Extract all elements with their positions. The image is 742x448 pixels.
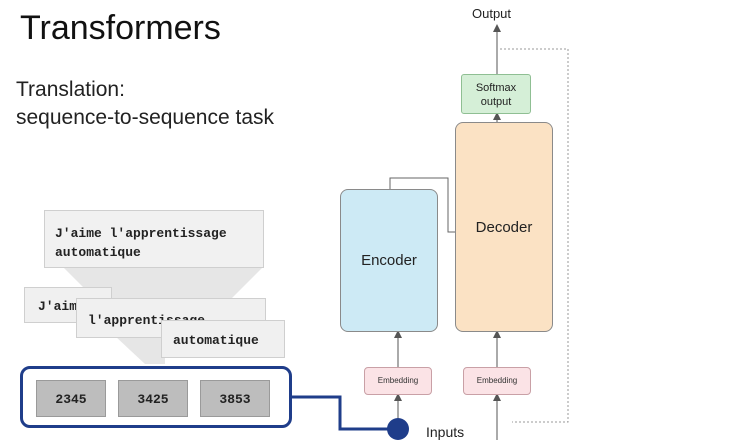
decoder-embedding-block: Embedding <box>463 367 531 395</box>
slide-subtitle: Translation: sequence-to-sequence task <box>16 76 274 132</box>
slide-title: Transformers <box>20 9 221 47</box>
token-id-box: 3425 <box>118 380 188 417</box>
subtitle-line-1: Translation: <box>16 78 125 101</box>
encoder-to-decoder-connector <box>389 177 455 233</box>
source-sentence-line-2: automatique <box>55 245 141 260</box>
decoder-label: Decoder <box>475 218 533 236</box>
output-label: Output <box>472 6 512 21</box>
tokenize-funnel <box>64 268 262 300</box>
subtitle-line-2: sequence-to-sequence task <box>16 106 274 129</box>
token-id-box: 3853 <box>200 380 270 417</box>
softmax-label-line-1: Softmax <box>475 82 517 94</box>
encoder-embedding-block: Embedding <box>364 367 432 395</box>
feedback-loop <box>500 48 569 423</box>
token-box: J'aime <box>24 287 112 323</box>
softmax-label-line-2: output <box>480 96 512 108</box>
token-id-box: 2345 <box>36 380 106 417</box>
inputs-node <box>387 418 409 440</box>
encoder-label: Encoder <box>361 252 417 269</box>
source-sentence-line-1: J'aime l'apprentissage <box>55 226 227 241</box>
ids-funnel <box>115 336 165 364</box>
inputs-label: Inputs <box>426 424 465 440</box>
encoder-block: Encoder <box>340 189 438 332</box>
decoder-block: Decoder <box>455 122 553 332</box>
input-path <box>292 395 390 431</box>
softmax-output-block: Softmax output <box>461 74 531 114</box>
source-sentence-box: J'aime l'apprentissage automatique <box>44 210 264 268</box>
token-box: automatique <box>161 320 285 358</box>
